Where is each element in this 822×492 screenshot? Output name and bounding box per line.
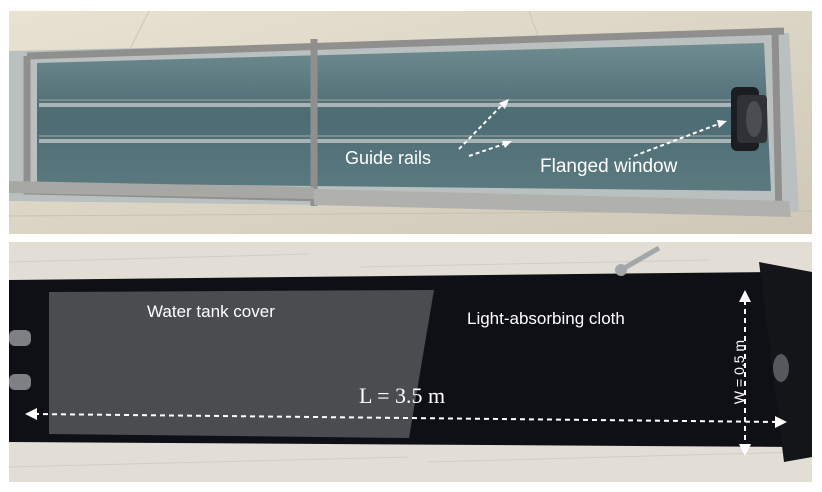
tank-inlets bbox=[9, 330, 31, 390]
arrow-heads bbox=[499, 99, 727, 148]
length-dimension-label: L = 3.5 m bbox=[359, 383, 446, 408]
wrench bbox=[615, 245, 661, 276]
guide-rails bbox=[39, 99, 744, 143]
tank-water bbox=[37, 43, 771, 191]
frame-bottom-bar-right bbox=[314, 189, 791, 217]
tank-photo-bottom: Water tank cover Light-absorbing cloth L… bbox=[9, 242, 812, 482]
tank-photo-top: Guide rails Flanged window bbox=[9, 11, 812, 234]
covered-tank-illustration bbox=[9, 242, 812, 482]
frame-bottom-bar-left bbox=[9, 181, 314, 199]
width-dimension-label: W = 0.5 m bbox=[731, 339, 748, 405]
annotation-arrows bbox=[458, 102, 722, 157]
window-end bbox=[773, 354, 789, 382]
plastic-wrinkles bbox=[9, 253, 800, 468]
dimension-arrow-heads bbox=[25, 290, 787, 456]
light-absorbing-cloth-label: Light-absorbing cloth bbox=[467, 309, 625, 328]
water-tank-cover bbox=[49, 290, 434, 438]
dimension-lines bbox=[33, 300, 780, 447]
flanged-window bbox=[731, 87, 767, 151]
tank-illustration bbox=[9, 11, 812, 234]
flanged-window-label: Flanged window bbox=[540, 156, 678, 177]
water-tank-cover-label: Water tank cover bbox=[147, 302, 275, 321]
guide-rails-label: Guide rails bbox=[345, 148, 432, 168]
